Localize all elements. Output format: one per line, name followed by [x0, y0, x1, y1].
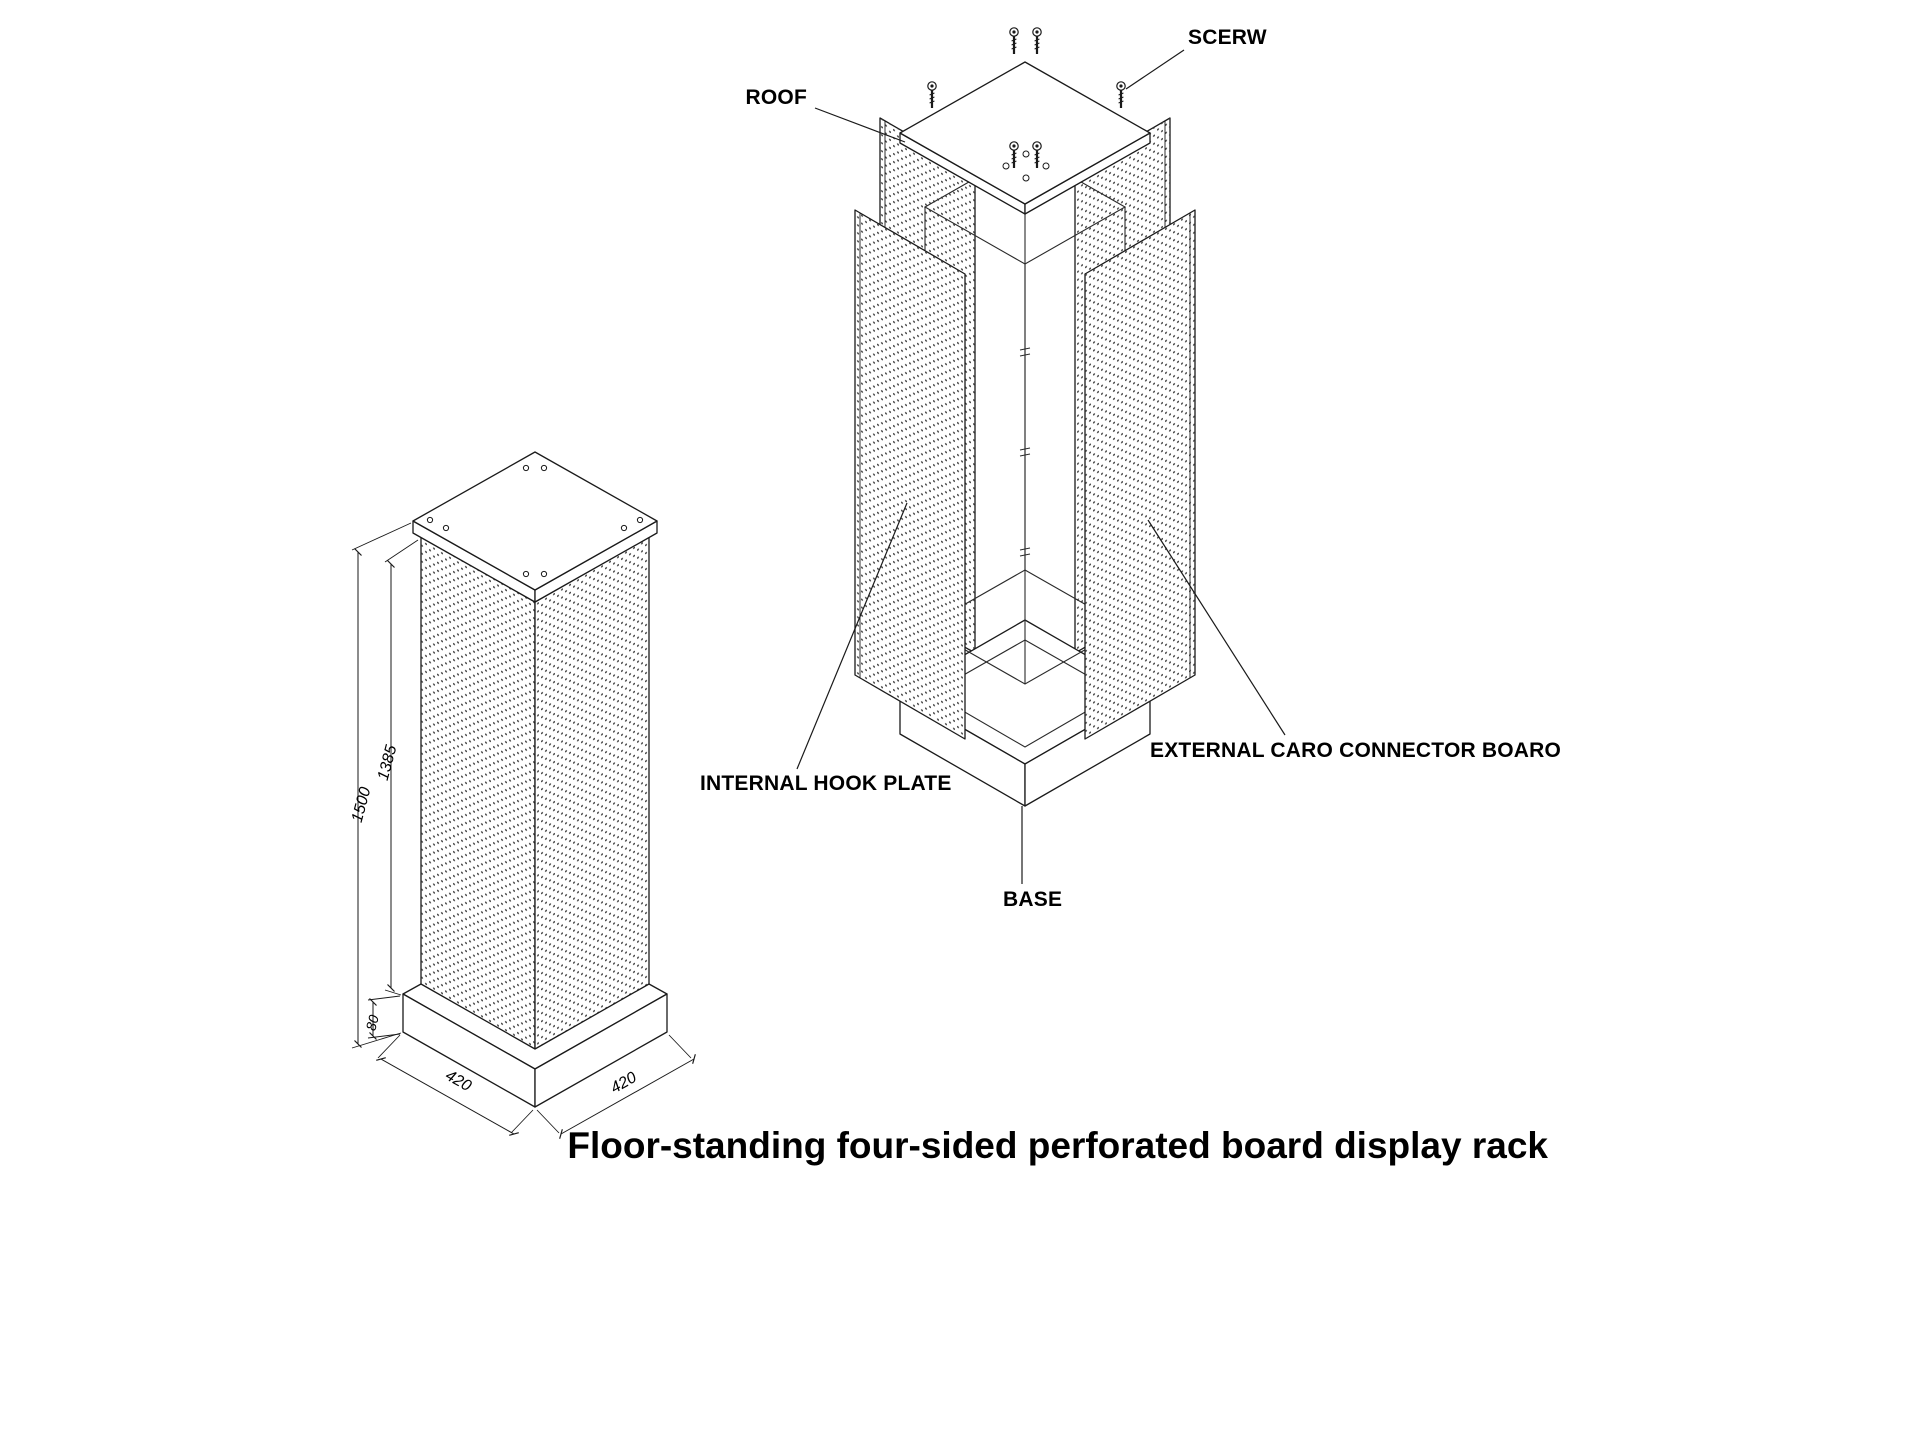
- label-internal-hook-plate: INTERNAL HOOK PLATE: [700, 772, 952, 795]
- screw-icon: [1031, 26, 1043, 56]
- screw-icon: [1115, 80, 1127, 110]
- front-left-pegboard-panel: [854, 209, 966, 740]
- dim-base-width: 420: [442, 1067, 474, 1095]
- screw-icon: [926, 80, 938, 110]
- dim-overall-height: 1500: [349, 785, 375, 824]
- assembled-rack-view: 1500 1385 80 420 420: [349, 451, 696, 1139]
- label-base: BASE: [1003, 888, 1062, 911]
- dim-panel-height: 1385: [375, 743, 401, 782]
- screw-icon: [1008, 26, 1020, 56]
- leader-lines: [796, 49, 1286, 884]
- rack-roof-cap: [412, 451, 658, 603]
- label-screw: SCERW: [1188, 26, 1267, 49]
- page-title: Floor-standing four-sided perforated boa…: [567, 1125, 1548, 1166]
- roof-screw-holes: [1002, 150, 1050, 182]
- cap-screw-holes: [426, 464, 644, 578]
- front-right-pegboard-panel: [1084, 209, 1196, 740]
- exploded-rack-view: SCERW ROOF INTERNAL HOOK PLATE EXTERNAL …: [700, 26, 1561, 911]
- exploded-roof-plate: [899, 61, 1151, 215]
- label-external-card-connector-board: EXTERNAL CARO CONNECTOR BOARO: [1150, 739, 1561, 762]
- dim-base-height: 80: [362, 1013, 382, 1032]
- pegboard-column: [420, 536, 650, 1057]
- label-roof: ROOF: [746, 86, 807, 109]
